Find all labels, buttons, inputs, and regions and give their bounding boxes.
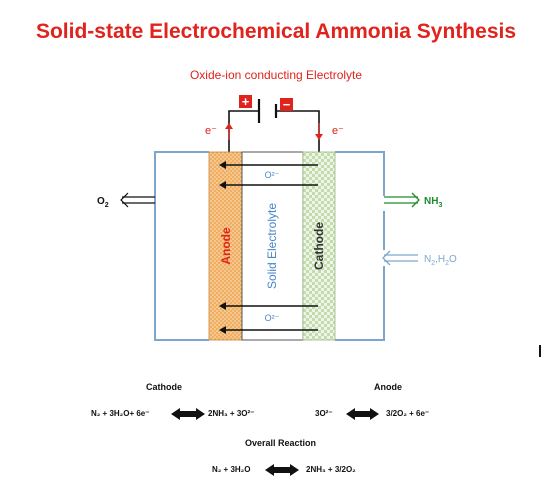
electron-arrow-down-icon (315, 123, 323, 140)
electron-label-left: e⁻ (205, 125, 217, 137)
oxide-ion-label-bottom: O²⁻ (265, 313, 280, 323)
electron-label-right: e⁻ (332, 125, 344, 137)
nh3-output-label: NH3 (424, 196, 442, 209)
solid-electrolyte-layer (241, 151, 304, 341)
battery-icon (257, 99, 278, 123)
anode-label: Anode (219, 227, 233, 265)
cathode-layer (302, 151, 336, 341)
cathode-reaction-reactants: N₂ + 3H₂O+ 6e⁻ (91, 409, 150, 418)
text-cursor (539, 345, 541, 357)
overall-reaction-heading: Overall Reaction (245, 438, 317, 448)
overall-reaction-reactants: N₂ + 3H₂O (212, 465, 251, 474)
nh3-outflow-arrow-icon (384, 192, 420, 208)
oxide-ion-arrows-top (219, 161, 318, 189)
anode-reaction-heading: Anode (374, 382, 402, 392)
cell-housing (154, 151, 385, 341)
external-circuit (228, 110, 320, 152)
overall-reaction-products: 2NH₃ + 3/2O₂ (306, 465, 356, 474)
overall-reaction-arrow-icon (265, 464, 299, 476)
o2-output-label: O2 (97, 196, 109, 209)
cathode-reaction-arrow-icon (171, 408, 205, 420)
electrolyte-label: Solid Electrolyte (265, 203, 279, 289)
page-title: Solid-state Electrochemical Ammonia Synt… (35, 20, 517, 43)
feed-input-label: N2,H2O (424, 254, 457, 267)
anode-reaction-arrow-icon (346, 408, 379, 420)
cathode-reaction-products: 2NH₃ + 3O²⁻ (208, 409, 255, 418)
battery-plus-box (239, 95, 252, 108)
battery-minus-sign: − (283, 97, 291, 112)
oxide-ion-label-top: O²⁻ (265, 170, 280, 180)
subtitle: Oxide-ion conducting Electrolyte (189, 68, 363, 82)
o2-outflow-arrow-icon (120, 192, 155, 208)
electron-arrow-up-icon (225, 123, 233, 140)
oxide-ion-arrows-bottom (219, 302, 318, 334)
feed-inflow-arrow-icon (382, 250, 418, 266)
cathode-label: Cathode (312, 222, 326, 270)
battery-plus-sign: + (242, 94, 250, 109)
anode-reaction-products: 3/2O₂ + 6e⁻ (386, 409, 430, 418)
cathode-reaction-heading: Cathode (146, 382, 182, 392)
anode-reaction-reactants: 3O²⁻ (315, 409, 333, 418)
battery-minus-box (280, 98, 293, 111)
